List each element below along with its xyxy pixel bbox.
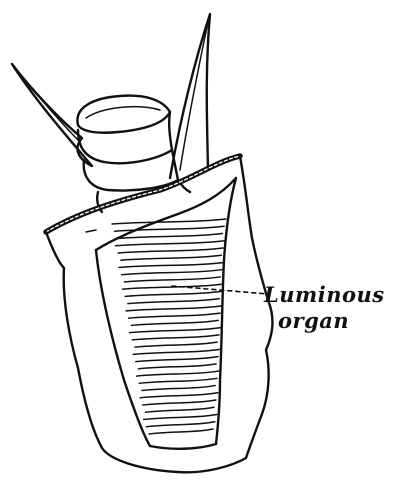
organ-striation-line [118, 248, 223, 253]
organ-striation-line [144, 415, 217, 420]
organ-striation-line [140, 393, 218, 398]
label-line-1: Luminous [263, 282, 385, 307]
organ-striation-line [115, 226, 224, 231]
organ-striation-line [130, 328, 221, 333]
organ-striation-line [119, 262, 224, 267]
organ-striation-line [131, 320, 218, 325]
organ-striation-line [112, 219, 226, 224]
label-line-2: organ [278, 308, 349, 333]
organ-striation-line [125, 291, 221, 296]
organ-striation-line [126, 306, 222, 311]
organ-striation-line [117, 233, 222, 238]
organ-striation-line [124, 277, 220, 282]
segment-1-curve [86, 107, 160, 118]
body-segment-3 [84, 150, 178, 191]
organ-striation-line [138, 364, 216, 369]
organ-right-edge [216, 178, 236, 444]
organ-striation-line [129, 313, 220, 318]
organ-striation-line [135, 342, 217, 347]
organ-striation-line [143, 400, 216, 405]
left-spike-inner [18, 72, 80, 142]
organ-striation-line [142, 386, 215, 391]
organ-striation-line [137, 371, 219, 376]
organ-mark [86, 230, 96, 232]
organ-striation-line [136, 357, 218, 362]
right-spike-inner [180, 22, 208, 170]
body-segment-2 [78, 112, 172, 163]
organ-striations [112, 219, 226, 434]
organ-striation-line [122, 270, 222, 275]
organ-striation-line [146, 422, 215, 427]
organ-striation-line [145, 407, 214, 412]
organ-striation-line [128, 299, 219, 304]
organ-striation-line [149, 429, 213, 434]
cavity-left-edge [96, 250, 150, 446]
organ-striation-line [121, 255, 221, 260]
organ-bottom [150, 444, 216, 449]
organ-striation-line [139, 378, 217, 383]
organ-striation-line [132, 335, 219, 340]
organ-striation-line [133, 349, 220, 354]
organ-striation-line [116, 241, 225, 246]
